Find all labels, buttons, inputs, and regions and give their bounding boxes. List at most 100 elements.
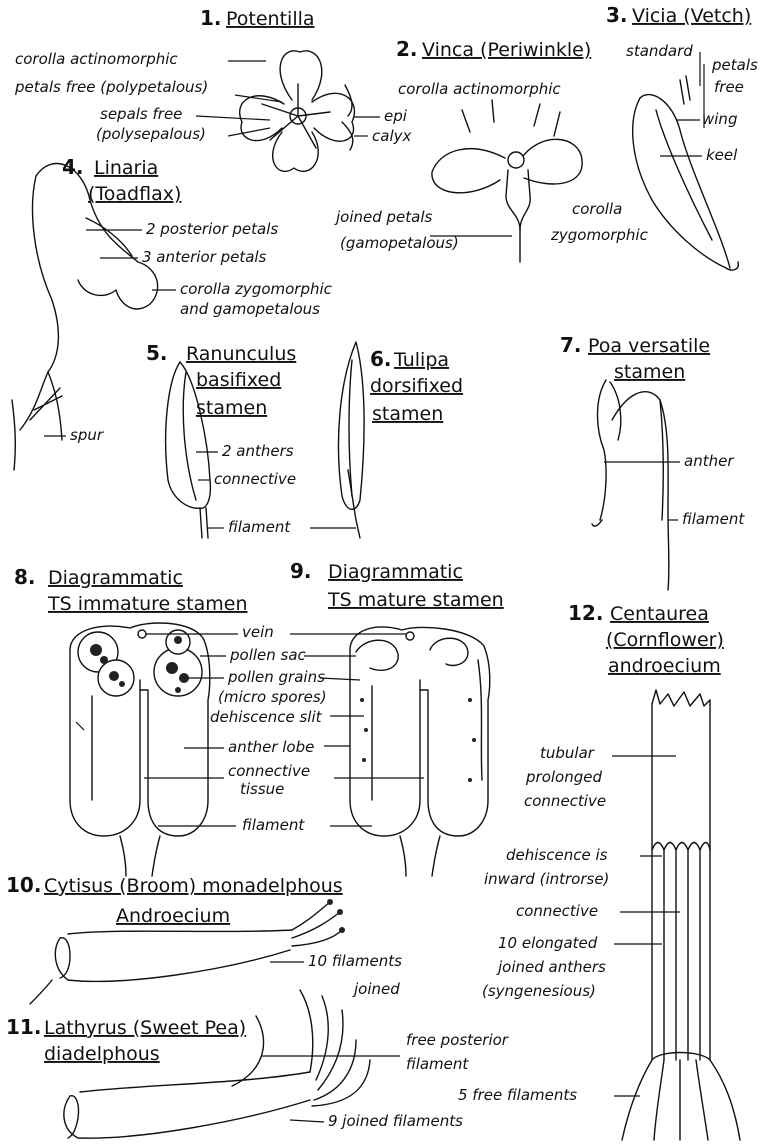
label-tubular: tubular — [540, 744, 595, 762]
figure-11-title-1: Lathyrus (Sweet Pea) — [44, 1017, 246, 1039]
figure-6-title-1: Tulipa — [393, 349, 449, 371]
label-joined-anthers: joined anthers — [496, 958, 606, 976]
label-2-anthers: 2 anthers — [222, 442, 294, 460]
figure-3-title: Vicia (Vetch) — [632, 5, 751, 27]
figure-10-number: 10. — [6, 873, 41, 897]
label-9-joined-filaments: 9 joined filaments — [328, 1112, 463, 1130]
label-zygomorphic: zygomorphic — [550, 226, 649, 244]
figure-10-title-2: Androecium — [116, 905, 230, 927]
label-3-anterior-petals: 3 anterior petals — [142, 248, 267, 266]
figure-7-number: 7. — [560, 333, 582, 357]
figure-11-number: 11. — [6, 1015, 41, 1039]
label-10-elongated: 10 elongated — [498, 934, 598, 952]
figure-6-title-3: stamen — [372, 403, 443, 425]
label-corolla-actinomorphic: corolla actinomorphic — [15, 50, 178, 68]
figure-4-title-1: Linaria — [94, 157, 158, 179]
label-wing: wing — [702, 110, 737, 128]
label-petals-free: petals free (polypetalous) — [14, 78, 208, 96]
figure-12-centaurea: 12. Centaurea (Cornflower) androecium tu… — [458, 601, 740, 1140]
figure-4-number: 4. — [62, 155, 84, 179]
label-spur: spur — [70, 426, 104, 444]
label-anther: anther — [684, 452, 734, 470]
figure-11-title-2: diadelphous — [44, 1043, 160, 1065]
figure-7-poa: 7. Poa versatile stamen anther filament — [560, 333, 745, 590]
label-inward-introrse: inward (introrse) — [484, 870, 609, 888]
label-standard: standard — [626, 42, 693, 60]
label-epi: epi — [384, 107, 408, 125]
label-filament-7: filament — [682, 510, 745, 528]
figure-7-title-2: stamen — [614, 361, 685, 383]
figure-10-title-1: Cytisus (Broom) monadelphous — [44, 875, 343, 897]
label-5-free-filaments: 5 free filaments — [458, 1086, 577, 1104]
figure-9-number: 9. — [290, 559, 312, 583]
figure-8-ts-immature: 8. Diagrammatic TS immature stamen vein … — [14, 565, 372, 876]
label-syngenesious: (syngenesious) — [482, 982, 596, 1000]
vicia-flower-drawing — [633, 76, 739, 270]
figure-1-title: Potentilla — [226, 8, 315, 30]
label-calyx: calyx — [372, 127, 411, 145]
figure-5-title-2: basifixed — [196, 369, 281, 391]
label-petals: petals — [711, 56, 758, 74]
centaurea-androecium-drawing — [622, 690, 740, 1140]
label-joined-petals: joined petals — [334, 208, 433, 226]
figure-8-title-2: TS immature stamen — [47, 593, 248, 615]
figure-12-title-2: (Cornflower) — [606, 629, 724, 651]
figure-5-number: 5. — [146, 341, 168, 365]
figure-4-title-2: (Toadflax) — [88, 183, 181, 205]
label-keel: keel — [706, 146, 738, 164]
figure-12-title-3: androecium — [608, 655, 721, 677]
figure-8-number: 8. — [14, 565, 36, 589]
label-petals-free-3: free — [714, 78, 744, 96]
figure-6-title-2: dorsifixed — [370, 375, 463, 397]
figure-5-title-3: stamen — [196, 397, 267, 419]
label-connective-12b: connective — [516, 902, 598, 920]
label-sepals-free: sepals free — [100, 105, 182, 123]
label-2-posterior-petals: 2 posterior petals — [146, 220, 278, 238]
figure-9-title-2: TS mature stamen — [327, 589, 504, 611]
figure-1-potentilla: 1. Potentilla corolla actinomorphic peta… — [14, 6, 411, 171]
figure-5-title-1: Ranunculus — [186, 343, 296, 365]
label-pollen-grains: pollen grains — [227, 668, 325, 686]
label-and-gamopetalous: and gamopetalous — [180, 300, 320, 318]
figure-6-tulipa: 6. Tulipa dorsifixed stamen — [338, 342, 463, 538]
poa-stamen-drawing — [592, 380, 669, 590]
label-connective-tissue-1: connective — [228, 762, 310, 780]
figure-7-title-1: Poa versatile — [588, 335, 710, 357]
figure-8-title-1: Diagrammatic — [48, 567, 183, 589]
label-corolla-actinomorphic-2: corolla actinomorphic — [398, 80, 561, 98]
label-connective-12a: connective — [524, 792, 606, 810]
label-pollen-sac: pollen sac — [229, 646, 307, 664]
figure-11-lathyrus: 11. Lathyrus (Sweet Pea) diadelphous fre… — [6, 990, 509, 1138]
label-corolla-zygomorphic: corolla zygomorphic — [180, 280, 333, 298]
figure-9-title-1: Diagrammatic — [328, 561, 463, 583]
label-connective-tissue-2: tissue — [240, 780, 284, 798]
label-free-posterior: free posterior — [406, 1031, 509, 1049]
figure-2-number: 2. — [396, 37, 418, 61]
figure-2-title: Vinca (Periwinkle) — [422, 39, 591, 61]
figure-9-ts-mature: 9. Diagrammatic TS mature stamen — [290, 559, 504, 876]
label-filament-8: filament — [242, 816, 305, 834]
figure-12-number: 12. — [568, 601, 603, 625]
label-vein: vein — [242, 623, 274, 641]
label-filament-11: filament — [406, 1055, 469, 1073]
figure-6-number: 6. — [370, 347, 392, 371]
label-micro-spores: (micro spores) — [218, 688, 327, 706]
label-corolla: corolla — [572, 200, 622, 218]
label-anther-lobe: anther lobe — [228, 738, 314, 756]
figure-3-number: 3. — [606, 3, 628, 27]
label-dehiscence-is: dehiscence is — [506, 846, 608, 864]
label-prolonged: prolonged — [525, 768, 602, 786]
label-gamopetalous: (gamopetalous) — [340, 234, 459, 252]
linaria-flower-drawing — [12, 164, 158, 470]
label-10-filaments: 10 filaments — [308, 952, 402, 970]
label-joined: joined — [352, 980, 400, 998]
label-connective: connective — [214, 470, 296, 488]
figure-5-ranunculus: 5. Ranunculus basifixed stamen 2 anthers… — [146, 341, 356, 538]
label-dehiscence-slit: dehiscence slit — [210, 708, 323, 726]
figure-12-title-1: Centaurea — [610, 603, 709, 625]
label-polysepalous: (polysepalous) — [96, 125, 206, 143]
figure-4-linaria: 4. Linaria (Toadflax) 2 posterior petals… — [12, 155, 333, 470]
figure-10-cytisus: 10. Cytisus (Broom) monadelphous Androec… — [6, 873, 402, 1004]
label-filament: filament — [228, 518, 291, 536]
